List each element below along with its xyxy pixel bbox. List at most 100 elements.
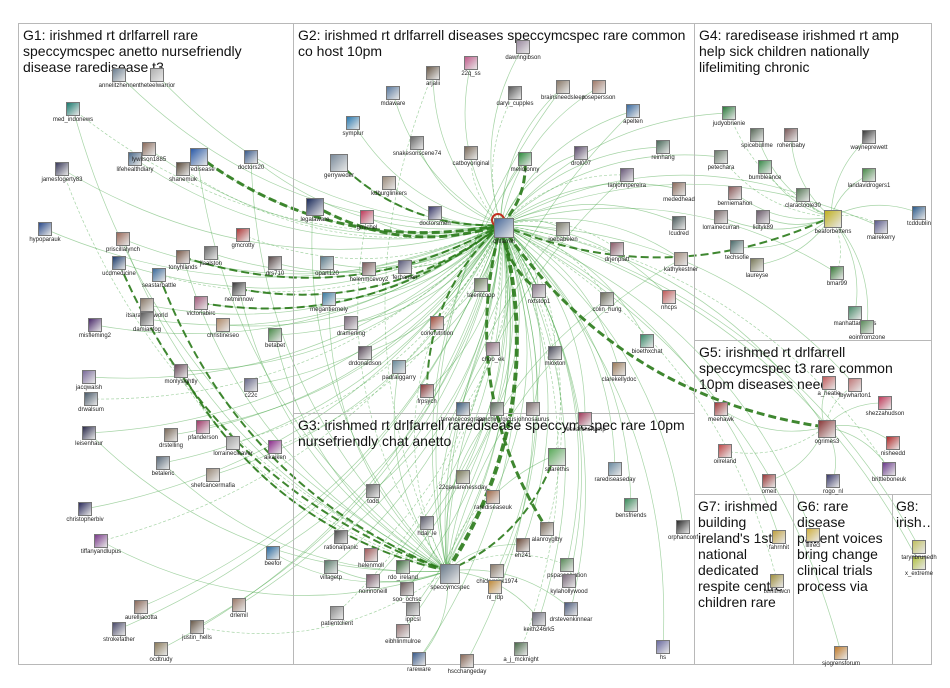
node-bmar99[interactable] bbox=[830, 266, 844, 280]
node-beefor[interactable] bbox=[266, 546, 280, 560]
node-chickyrock1974[interactable] bbox=[490, 564, 504, 578]
node-meliojonny[interactable] bbox=[518, 152, 532, 166]
node-speccymcspec[interactable] bbox=[440, 564, 460, 584]
node-gerryweder[interactable] bbox=[330, 154, 348, 172]
node-todd[interactable] bbox=[366, 484, 380, 498]
node-rohenbaby[interactable] bbox=[784, 128, 798, 142]
node-gmcrotty[interactable] bbox=[236, 228, 250, 242]
node-hs[interactable] bbox=[656, 640, 670, 654]
node-noirinoneill[interactable] bbox=[366, 574, 380, 588]
node-a-j-mcknight[interactable] bbox=[514, 642, 528, 656]
node-colin-hung[interactable] bbox=[600, 292, 614, 306]
node-lcudred[interactable] bbox=[672, 216, 686, 230]
node-drlemil[interactable] bbox=[232, 598, 246, 612]
node-padraiggarry[interactable] bbox=[392, 360, 406, 374]
node-oilreland[interactable] bbox=[718, 444, 732, 458]
node-corknutrition[interactable] bbox=[430, 316, 444, 330]
node-beaforbettens[interactable] bbox=[824, 210, 842, 228]
node-rationalpanic[interactable] bbox=[334, 530, 348, 544]
node-sjogrensforum[interactable] bbox=[834, 646, 848, 660]
node-theteelwarrior[interactable] bbox=[150, 68, 164, 82]
node-judyobrienie[interactable] bbox=[722, 106, 736, 120]
node-bioethxchat[interactable] bbox=[640, 334, 654, 348]
node-claractoole30[interactable] bbox=[796, 188, 810, 202]
node-doctors20[interactable] bbox=[244, 150, 258, 164]
node-brittleboneuk[interactable] bbox=[882, 462, 896, 476]
node-drlfarrell[interactable] bbox=[494, 218, 514, 238]
node-drstevenkinnear[interactable] bbox=[564, 602, 578, 616]
node-tcddublin[interactable] bbox=[912, 206, 926, 220]
node-misfleming2[interactable] bbox=[88, 318, 102, 332]
node-nisheedd[interactable] bbox=[886, 436, 900, 450]
node-drjenplatt[interactable] bbox=[610, 242, 624, 256]
node-bensfriends[interactable] bbox=[624, 498, 638, 512]
node-nhcps[interactable] bbox=[662, 290, 676, 304]
node-clarekellydoc[interactable] bbox=[612, 362, 626, 376]
node-arjalii[interactable] bbox=[426, 66, 440, 80]
node-jlaalston[interactable] bbox=[204, 246, 218, 260]
node-hdal-le[interactable] bbox=[420, 516, 434, 530]
node-victoriabirc[interactable] bbox=[194, 296, 208, 310]
node-dramerling[interactable] bbox=[344, 316, 358, 330]
node-orphanconf[interactable] bbox=[676, 520, 690, 534]
node-gmichel[interactable] bbox=[360, 210, 374, 224]
node-ucdmedicine[interactable] bbox=[112, 256, 126, 270]
node-tarynbrunedh[interactable] bbox=[912, 540, 926, 554]
node-choo-ek[interactable] bbox=[486, 342, 500, 356]
node-lywilson1885[interactable] bbox=[142, 142, 156, 156]
node-petechara[interactable] bbox=[714, 150, 728, 164]
node-megantiernely[interactable] bbox=[322, 292, 336, 306]
node-pspassociation[interactable] bbox=[560, 558, 574, 572]
node-ocdtrudy[interactable] bbox=[154, 642, 168, 656]
node-catboyoriginal[interactable] bbox=[464, 146, 478, 160]
node-patientclient[interactable] bbox=[330, 606, 344, 620]
node-drs710[interactable] bbox=[268, 256, 282, 270]
node-johnosaurus[interactable] bbox=[526, 402, 540, 416]
node-mdaware[interactable] bbox=[386, 86, 400, 100]
node-wayneprewett[interactable] bbox=[862, 130, 876, 144]
node-meehawk[interactable] bbox=[714, 402, 728, 416]
node-lifehealthdiary[interactable] bbox=[128, 152, 142, 166]
node-snakesonscene74[interactable] bbox=[410, 136, 424, 150]
node-c22c[interactable] bbox=[244, 378, 258, 392]
node-techsofie[interactable] bbox=[730, 240, 744, 254]
node-tiffanyandlupus[interactable] bbox=[94, 534, 108, 548]
node-legalaware[interactable] bbox=[306, 198, 324, 216]
node-lanjohnpereira[interactable] bbox=[620, 168, 634, 182]
node-reinharig[interactable] bbox=[656, 140, 670, 154]
node-damianfog[interactable] bbox=[140, 312, 154, 326]
node-kathykestner[interactable] bbox=[674, 252, 688, 266]
node-aikaiken[interactable] bbox=[268, 440, 282, 454]
node-rareware[interactable] bbox=[412, 652, 426, 666]
node-aurelliacotta[interactable] bbox=[134, 600, 148, 614]
node-jamesfogerty83[interactable] bbox=[55, 162, 69, 176]
node-annelitzhennen[interactable] bbox=[112, 68, 126, 82]
node-terencecosgrave[interactable] bbox=[456, 402, 470, 416]
node-omeit[interactable] bbox=[762, 474, 776, 488]
node-dawnngibson[interactable] bbox=[516, 40, 530, 54]
node-seastarbattle[interactable] bbox=[152, 268, 166, 282]
node-sharethis[interactable] bbox=[548, 448, 566, 466]
node-lorrainecleaver[interactable] bbox=[226, 436, 240, 450]
node-fahrnhit[interactable] bbox=[772, 530, 786, 544]
node-christopherbiv[interactable] bbox=[78, 502, 92, 516]
node-berniemahon[interactable] bbox=[728, 186, 742, 200]
node-talentcoop[interactable] bbox=[474, 278, 488, 292]
node-lidtyk89[interactable] bbox=[756, 210, 770, 224]
node-shezzahudson[interactable] bbox=[878, 396, 892, 410]
node-alanroyglby[interactable] bbox=[540, 522, 554, 536]
node-helenmcevoy2[interactable] bbox=[362, 262, 376, 276]
node-nxtstop1[interactable] bbox=[532, 284, 546, 298]
node-eibhlinmulroe[interactable] bbox=[396, 624, 410, 638]
node-iamchirurgicus[interactable] bbox=[490, 402, 504, 416]
node-rosepersson[interactable] bbox=[592, 80, 606, 94]
node-x-extreme[interactable] bbox=[912, 556, 926, 570]
node-mairekerry[interactable] bbox=[874, 220, 888, 234]
node-eh241[interactable] bbox=[516, 538, 530, 552]
node-shanemuk[interactable] bbox=[176, 162, 190, 176]
node-jacqwalsh[interactable] bbox=[82, 370, 96, 384]
node-rarediseaseday[interactable] bbox=[608, 462, 622, 476]
node-hscchangeday[interactable] bbox=[460, 654, 474, 668]
node-ippcsl[interactable] bbox=[406, 602, 420, 616]
node-pfanderson[interactable] bbox=[196, 420, 210, 434]
